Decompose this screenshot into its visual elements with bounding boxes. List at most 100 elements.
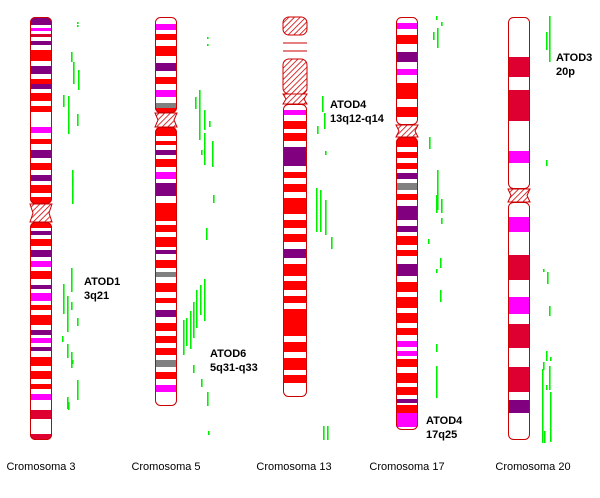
chromosome-5 (154, 17, 178, 406)
centromere (29, 203, 53, 223)
chromosome-band (508, 297, 530, 314)
gene-locus: 3q21 (84, 290, 109, 302)
chromosome-band (396, 75, 418, 83)
chromosome-band (396, 399, 418, 403)
chromosome-band (283, 147, 307, 166)
chromosome-band (155, 292, 177, 298)
chromosome-caption-17: Cromosoma 17 (369, 461, 444, 473)
chromosome-band (30, 34, 52, 37)
chromosome-20 (507, 17, 531, 440)
chromosome-band (396, 403, 418, 405)
chromosome-band (508, 163, 530, 189)
chromosome-band (283, 166, 307, 172)
chromosome-band (155, 379, 177, 385)
chromosome-band (155, 348, 177, 355)
mapping-bar (436, 16, 438, 20)
chromosome-band (155, 254, 177, 260)
chromosome-band (30, 150, 52, 158)
chromosome-arm (155, 127, 177, 406)
mapping-bar (213, 195, 215, 203)
mapping-bar (323, 426, 325, 440)
chromosome-band (155, 260, 177, 268)
chromosome-band (30, 357, 52, 366)
mapping-bar (190, 311, 192, 349)
chromosome-band (30, 293, 52, 301)
chromosome-band (30, 84, 52, 89)
chromosome-band (30, 279, 52, 285)
chromosome-band (283, 383, 307, 397)
chromosome-band (396, 383, 418, 387)
mapping-bar (68, 96, 70, 134)
chromosome-band (155, 179, 177, 183)
mapping-bar (549, 16, 551, 62)
satellite-region (282, 16, 308, 36)
chromosome-band (155, 97, 177, 103)
chromosome-band (396, 69, 418, 75)
mapping-bar (441, 199, 443, 213)
chromosome-band (508, 17, 530, 57)
chromosome-band (283, 178, 307, 184)
chromosome-band (508, 232, 530, 255)
mapping-bar (72, 360, 74, 364)
mapping-bar (546, 351, 548, 361)
chromosome-band (396, 173, 418, 179)
chromosome-band (30, 347, 52, 351)
chromosome-band (30, 257, 52, 261)
mapping-bar (549, 366, 551, 390)
mapping-bar (325, 151, 327, 155)
chromosome-13 (282, 16, 308, 397)
mapping-bar (204, 279, 206, 321)
chromosome-band (396, 206, 418, 220)
chromosome-band (396, 356, 418, 359)
chromosome-band (283, 303, 307, 309)
chromosome-band (30, 79, 52, 84)
chromosome-band (30, 163, 52, 170)
chromosome-band (155, 317, 177, 323)
mapping-bar (436, 344, 438, 352)
mapping-bar (546, 160, 548, 166)
chromosome-band (396, 373, 418, 383)
chromosome-band (30, 394, 52, 400)
mapping-bar (183, 320, 185, 355)
chromosome-band (396, 29, 418, 35)
chromosome-band (396, 292, 418, 297)
chromosome-band (283, 290, 307, 296)
chromosome-band (30, 351, 52, 357)
chromosome-band (283, 129, 307, 133)
chromosome-band (396, 245, 418, 250)
mapping-bar (67, 397, 69, 409)
chromosome-band (30, 250, 52, 257)
chromosome-band (155, 159, 177, 167)
chromosome-band (30, 384, 52, 389)
chromosome-band (155, 183, 177, 196)
chromosome-band (283, 249, 307, 258)
chromosome-band (396, 297, 418, 308)
mapping-bar (331, 237, 333, 249)
chromosome-band (283, 141, 307, 147)
chromosome-band (155, 145, 177, 150)
chromosome-band (508, 413, 530, 440)
chromosome-band (396, 367, 418, 373)
mapping-bar (196, 290, 198, 328)
gene-label-atod3: ATOD3 20p (556, 52, 592, 78)
chromosome-band (155, 277, 177, 283)
chromosome-band (30, 271, 52, 279)
mapping-bar (71, 352, 73, 368)
chromosome-band (30, 139, 52, 144)
mapping-bar (549, 306, 551, 316)
mapping-bar (441, 218, 443, 224)
chromosome-band (396, 169, 418, 173)
chromosome-band (283, 264, 307, 276)
chromosome-band (396, 256, 418, 264)
mapping-bar (436, 195, 438, 207)
chromosome-band (155, 250, 177, 254)
chromosome-band (283, 133, 307, 141)
centromere (154, 112, 178, 128)
chromosome-band (155, 367, 177, 372)
mapping-bar (206, 228, 208, 240)
gene-label-atod4-13: ATOD4 13q12-q14 (330, 99, 385, 125)
mapping-bar (440, 258, 442, 268)
mapping-bar (62, 336, 64, 342)
mapping-bar (433, 32, 435, 40)
centromere (282, 93, 308, 105)
